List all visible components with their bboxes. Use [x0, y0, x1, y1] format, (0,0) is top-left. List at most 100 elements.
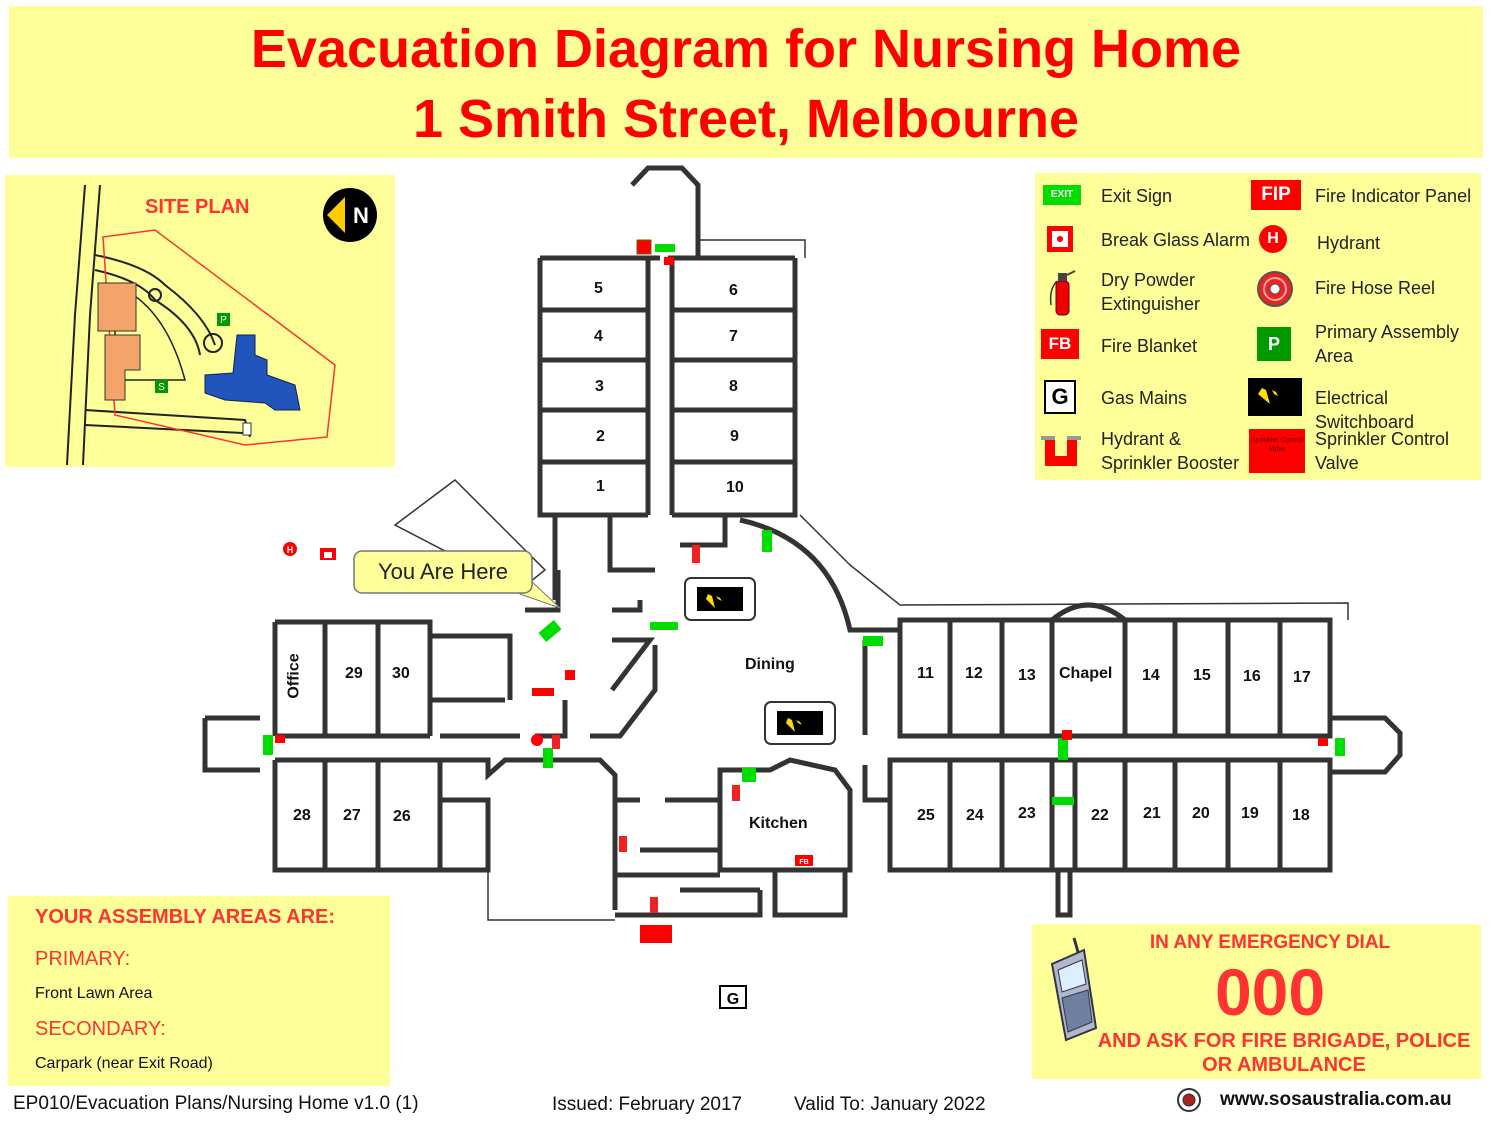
room-12-label: 12 [965, 665, 983, 682]
title-banner: Evacuation Diagram for Nursing Home 1 Sm… [9, 6, 1483, 158]
parking-p-marker [217, 313, 230, 326]
assembly-heading: YOUR ASSEMBLY AREAS ARE: [35, 906, 336, 928]
assembly-areas-panel: YOUR ASSEMBLY AREAS ARE: PRIMARY: Front … [8, 896, 390, 1086]
fire-blanket-marker [795, 855, 813, 866]
room-27-label: 27 [343, 807, 361, 824]
legend-hose-reel-label: Fire Hose Reel [1315, 278, 1436, 298]
page-subtitle-address: 1 Smith Street, Melbourne [412, 89, 1080, 149]
gas-mains-icon: G [1044, 380, 1076, 414]
gas-mains-marker [719, 985, 747, 1009]
exit-sign-markers [263, 244, 1345, 805]
emergency-number: 000 [1214, 955, 1326, 1029]
north-arrow-icon [323, 188, 377, 242]
legend-hydrant-label: Hydrant [1317, 233, 1381, 253]
north-label: N [353, 203, 369, 228]
fire-indicator-panel-icon: FIP [1251, 180, 1301, 210]
room-13-label: 13 [1018, 667, 1036, 684]
legend-exit-sign-label: Exit Sign [1101, 186, 1173, 206]
legend-fip-label: Fire Indicator Panel [1315, 186, 1472, 206]
room-22-label: 22 [1091, 807, 1109, 824]
break-glass-alarm-icon [1047, 226, 1073, 252]
emergency-panel: IN ANY EMERGENCY DIAL 000 AND ASK FOR FI… [1032, 924, 1481, 1079]
office-label: Office [285, 653, 303, 699]
chapel-label: Chapel [1059, 665, 1113, 682]
mobile-phone-icon [1050, 937, 1098, 1042]
room-16-label: 16 [1243, 668, 1261, 685]
you-are-here-label: You Are Here [378, 559, 508, 584]
room-25-label: 25 [917, 807, 935, 824]
site-plan-map: P S SITE PLAN N [66, 184, 377, 466]
dining-label: Dining [745, 656, 795, 673]
website-link[interactable]: www.sosaustralia.com.au [1220, 1089, 1452, 1110]
assembly-secondary-value: Carpark (near Exit Road) [35, 1055, 213, 1072]
room-14-label: 14 [1142, 667, 1160, 684]
legend-sprinkler-valve-line2: Valve [1315, 453, 1359, 473]
hydrant-marker [283, 542, 297, 556]
room-21-label: 21 [1143, 805, 1161, 822]
legend-switchboard-label: Electrical Switchboard [1315, 388, 1415, 432]
room-23-label: 23 [1018, 805, 1036, 822]
assembly-primary-label: PRIMARY: [35, 948, 131, 970]
exit-sign-icon: EXIT [1043, 185, 1081, 205]
hydrant-marker-label: H [287, 545, 294, 555]
sos-logo-icon [1177, 1088, 1201, 1112]
legend-assembly-label: Primary Assembly Area [1315, 320, 1459, 368]
switchboard-marker-north [684, 577, 756, 621]
hydrant-icon: H [1259, 225, 1287, 253]
valid-to-date: Valid To: January 2022 [794, 1094, 986, 1115]
room-24-label: 24 [966, 807, 984, 824]
fire-equipment-markers: H FB [275, 239, 1328, 943]
legend-extinguisher-label: Dry Powder Extinguisher [1101, 268, 1200, 316]
legend-booster-line2: Sprinkler Booster [1101, 453, 1240, 473]
room-8-label: 8 [729, 378, 738, 395]
parking-p-label: P [220, 315, 227, 326]
legend-booster-label: Hydrant & Sprinkler Booster [1101, 427, 1239, 475]
room-11-label: 11 [917, 665, 934, 682]
room-17-label: 17 [1293, 669, 1311, 686]
room-10-label: 10 [726, 479, 744, 496]
kitchen-label: Kitchen [749, 815, 808, 832]
assembly-primary-value: Front Lawn Area [35, 985, 153, 1002]
fire-blanket-marker-label: FB [799, 859, 808, 866]
extinguisher-icon [1049, 270, 1076, 316]
issued-date: Issued: February 2017 [552, 1094, 743, 1115]
room-1-label: 1 [596, 478, 605, 495]
document-reference: EP010/Evacuation Plans/Nursing Home v1.0… [13, 1093, 419, 1114]
room-6-label: 6 [729, 282, 738, 299]
emergency-heading: IN ANY EMERGENCY DIAL [1149, 932, 1391, 953]
room-5-label: 5 [594, 280, 603, 297]
room-19-label: 19 [1241, 805, 1259, 822]
legend-panel: EXIT Exit Sign Break Glass Alarm Dry Pow… [1035, 173, 1481, 480]
fire-blanket-icon: FB [1041, 329, 1079, 359]
room-20-label: 20 [1192, 805, 1210, 822]
site-plan-panel: P S SITE PLAN N [5, 175, 395, 467]
fire-hose-reel-icon [1257, 271, 1293, 307]
site-plan-label: SITE PLAN [145, 196, 249, 218]
room-15-label: 15 [1193, 667, 1211, 684]
legend-assembly-line1: Primary Assembly [1315, 322, 1460, 342]
legend-booster-line1: Hydrant & [1101, 429, 1182, 449]
you-are-here-callout: You Are Here [353, 550, 561, 609]
parking-s-label: S [158, 382, 165, 393]
room-9-label: 9 [730, 428, 739, 445]
legend-fire-blanket-label: Fire Blanket [1101, 336, 1198, 356]
room-28-label: 28 [293, 807, 311, 824]
room-18-label: 18 [1292, 807, 1310, 824]
room-2-label: 2 [596, 428, 605, 445]
room-7-label: 7 [729, 328, 738, 345]
assembly-area-icon: P [1257, 327, 1291, 361]
legend-extinguisher-line2: Extinguisher [1101, 294, 1201, 314]
sprinkler-control-valve-icon: Sprinkler Control Valve [1249, 429, 1305, 473]
legend-sprinkler-valve-line1: Sprinkler Control [1315, 429, 1450, 449]
emergency-line2: OR AMBULANCE [1202, 1054, 1366, 1076]
legend-assembly-line2: Area [1315, 346, 1354, 366]
page-title: Evacuation Diagram for Nursing Home [250, 19, 1242, 79]
emergency-line1: AND ASK FOR FIRE BRIGADE, POLICE [1097, 1030, 1471, 1052]
hydrant-sprinkler-booster-icon [1041, 436, 1081, 466]
legend-gas-mains-label: Gas Mains [1101, 388, 1188, 408]
parking-s-marker [155, 380, 168, 393]
assembly-secondary-label: SECONDARY: [35, 1018, 166, 1040]
room-4-label: 4 [594, 328, 603, 345]
room-3-label: 3 [595, 378, 604, 395]
electrical-switchboard-icon [1248, 378, 1302, 416]
